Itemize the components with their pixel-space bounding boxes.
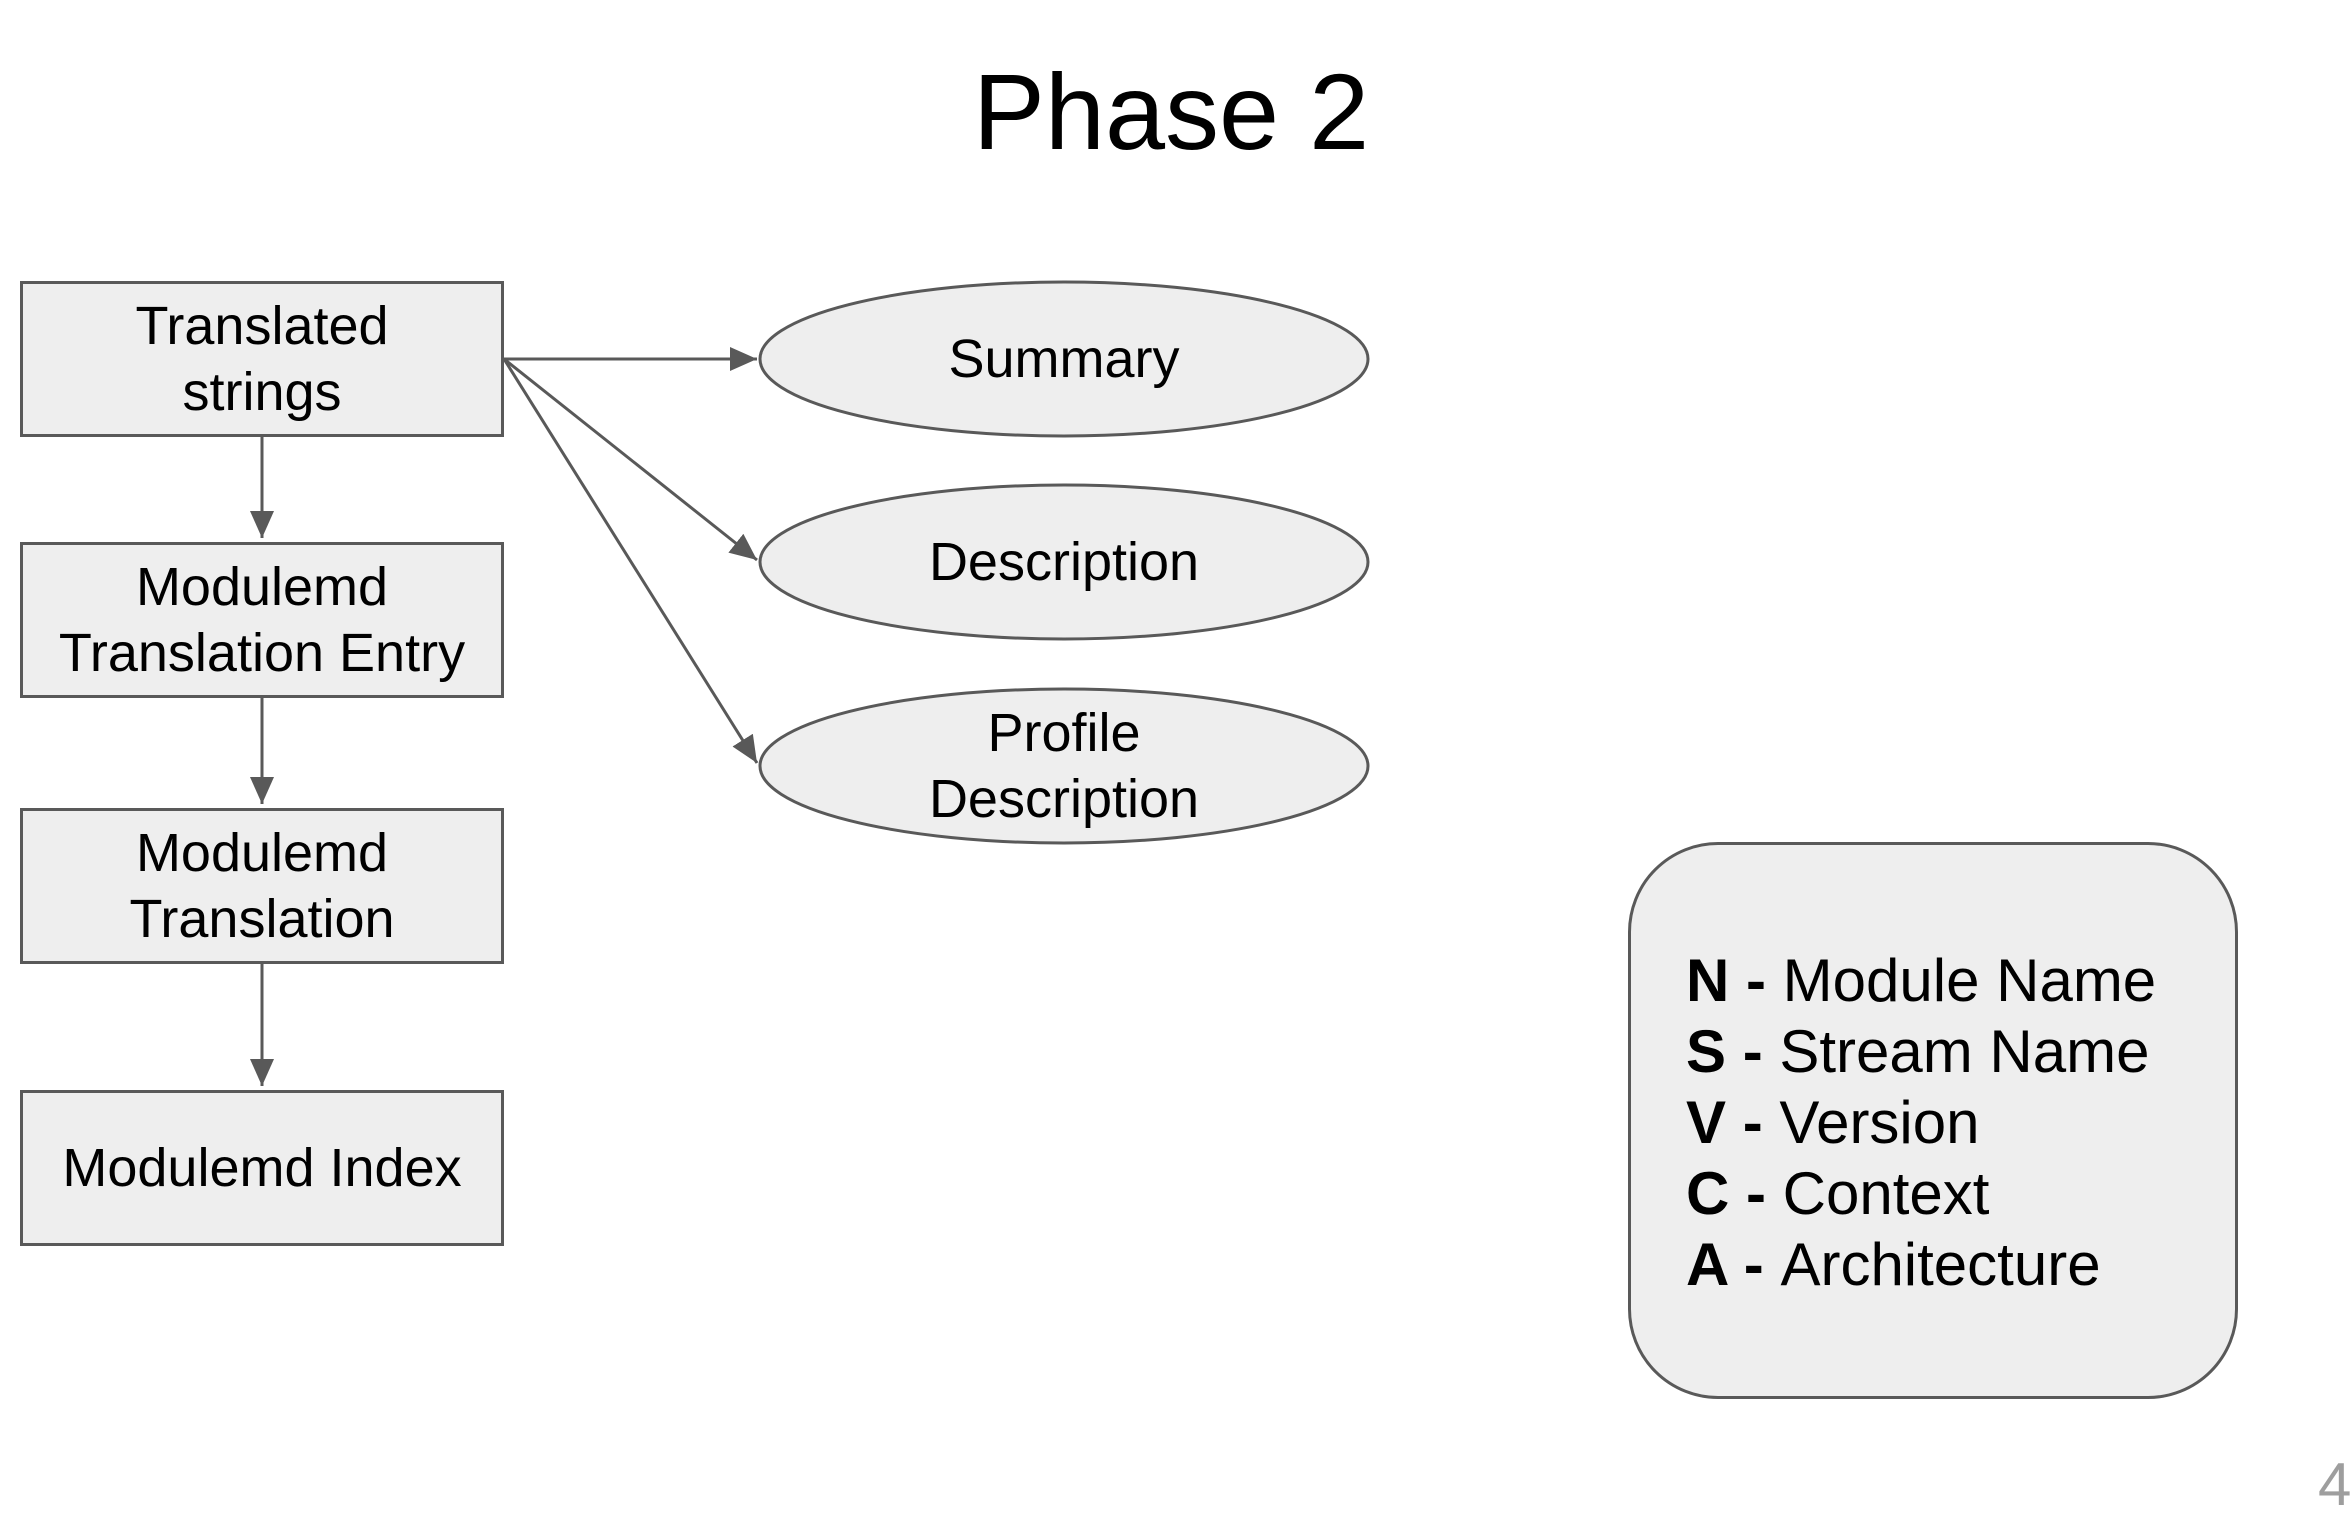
legend-separator: - — [1729, 947, 1783, 1014]
slide-title: Phase 2 — [972, 51, 1370, 172]
legend-box: N - Module Name S - Stream Name V - Vers… — [1628, 842, 2238, 1399]
legend-label: Stream Name — [1779, 1018, 2150, 1085]
box-modulemd-index: Modulemd Index — [20, 1090, 504, 1246]
ellipse-profile-description — [758, 687, 1370, 845]
legend-item: C - Context — [1686, 1158, 2156, 1229]
legend-label: Context — [1782, 1160, 1990, 1227]
legend-separator: - — [1727, 1231, 1781, 1298]
legend-label: Version — [1779, 1089, 1980, 1156]
legend-separator: - — [1726, 1089, 1780, 1156]
legend-label: Module Name — [1782, 947, 2157, 1014]
box-translated-strings-label: Translated strings — [135, 296, 389, 422]
ellipse-profile-description-label: Profile Description — [760, 689, 1368, 843]
box-translated-strings: Translated strings — [20, 281, 504, 437]
legend-separator: - — [1726, 1018, 1780, 1085]
ellipse-description-label: Description — [928, 532, 1200, 592]
ellipse-description — [758, 483, 1370, 641]
legend-label: Architecture — [1780, 1231, 2101, 1298]
legend-key: V — [1686, 1089, 1727, 1156]
legend-key: S — [1686, 1018, 1727, 1085]
ellipse-summary — [758, 280, 1370, 438]
box-modulemd-translation: Modulemd Translation — [20, 808, 504, 964]
legend-separator: - — [1729, 1160, 1783, 1227]
arrow-strings-to-description — [503, 357, 758, 562]
box-modulemd-translation-entry-label: Modulemd Translation Entry — [58, 557, 466, 683]
legend-item: V - Version — [1686, 1087, 2156, 1158]
legend-item: A - Architecture — [1686, 1229, 2156, 1300]
legend-list: N - Module Name S - Stream Name V - Vers… — [1686, 945, 2156, 1300]
box-modulemd-translation-label: Modulemd Translation — [129, 823, 395, 949]
profile-description-text: Profile Description — [928, 703, 1200, 829]
legend-item: N - Module Name — [1686, 945, 2156, 1016]
legend-key: A — [1686, 1231, 1728, 1298]
legend-key: C — [1686, 1160, 1730, 1227]
box-modulemd-translation-entry: Modulemd Translation Entry — [20, 542, 504, 698]
arrow-strings-to-profile-description — [502, 358, 759, 764]
ellipse-summary-label: Summary — [948, 329, 1180, 389]
box-modulemd-index-label: Modulemd Index — [62, 1138, 462, 1198]
legend-item: S - Stream Name — [1686, 1016, 2156, 1087]
legend-key: N — [1686, 947, 1730, 1014]
page-number: 4 — [2318, 1451, 2351, 1518]
